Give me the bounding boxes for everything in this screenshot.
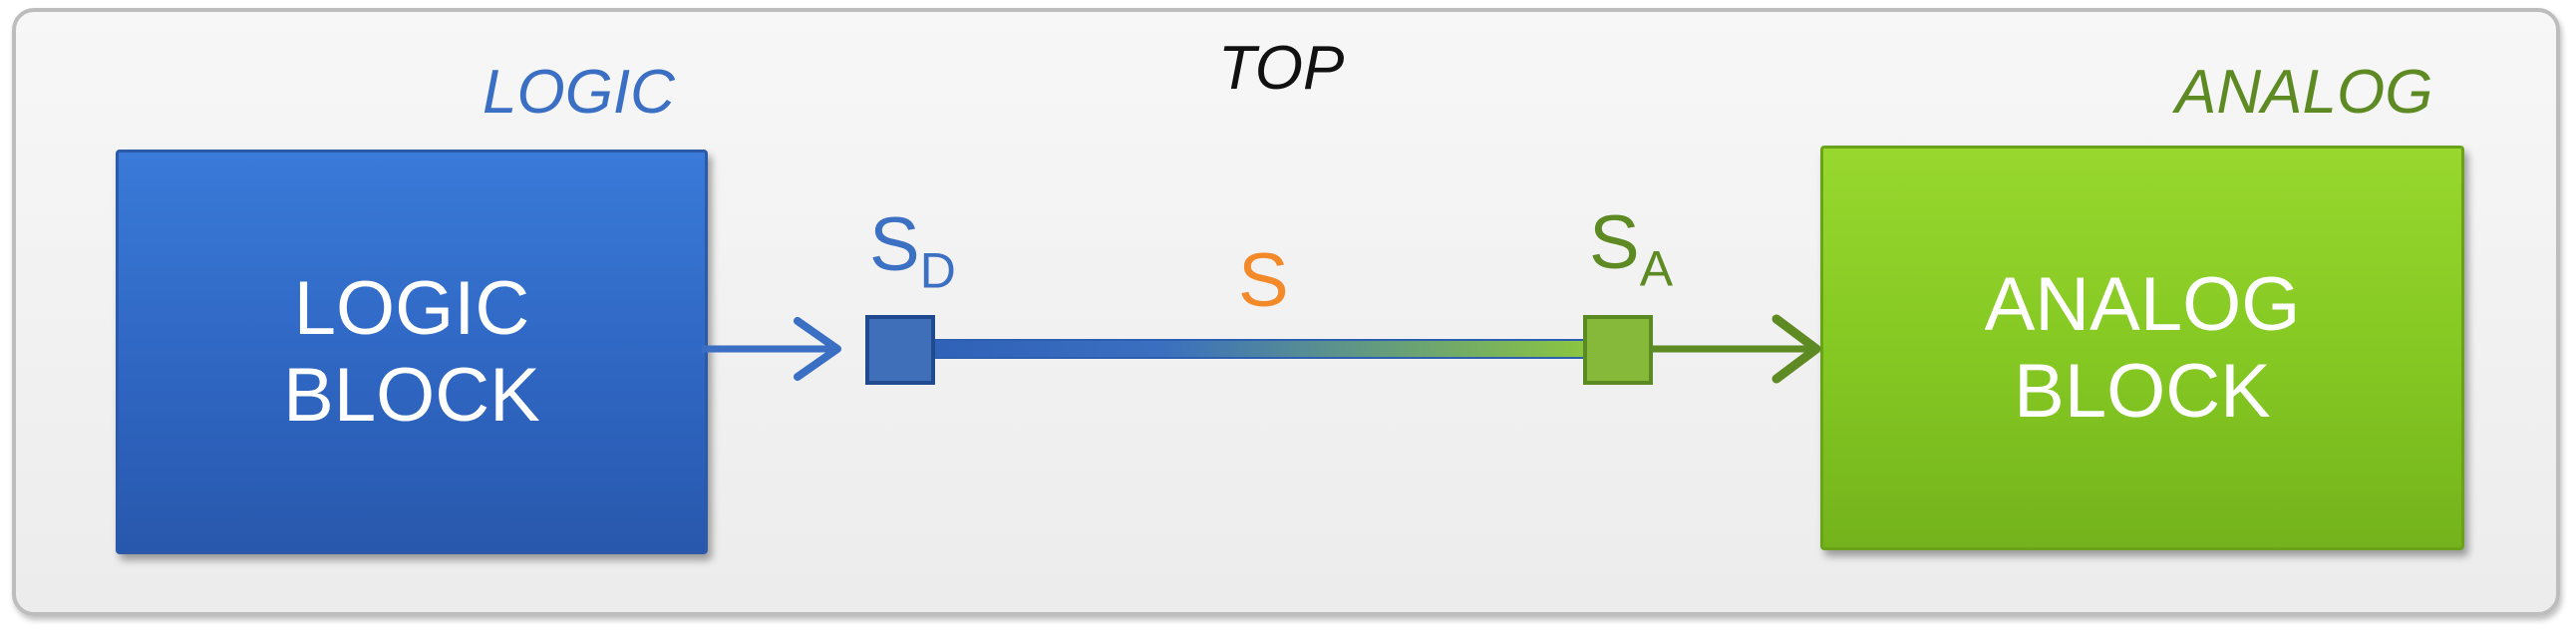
- signal-label-sd: SD: [869, 207, 956, 296]
- signal-label-s: S: [1238, 238, 1289, 323]
- logic-domain-label: LOGIC: [483, 58, 675, 127]
- sa-base: S: [1589, 200, 1640, 285]
- signal-label-sa: SA: [1589, 205, 1673, 294]
- logic-block: LOGIC BLOCK: [116, 150, 708, 554]
- port-sa: [1583, 315, 1653, 385]
- logic-block-line2: BLOCK: [283, 353, 540, 438]
- sa-subscript: A: [1639, 240, 1674, 297]
- signal-wire-s: [930, 339, 1590, 359]
- analog-block-line2: BLOCK: [2014, 349, 2271, 434]
- top-module-label: TOP: [1218, 34, 1345, 103]
- sd-subscript: D: [919, 242, 956, 299]
- sd-base: S: [869, 202, 920, 287]
- logic-block-text: LOGIC BLOCK: [283, 265, 540, 440]
- analog-block: ANALOG BLOCK: [1820, 146, 2464, 550]
- port-sd: [865, 315, 935, 385]
- analog-domain-label: ANALOG: [2175, 58, 2433, 127]
- analog-input-arrow: [1651, 314, 1821, 384]
- logic-output-arrow: [702, 317, 841, 381]
- analog-block-line1: ANALOG: [1984, 261, 2301, 347]
- analog-block-text: ANALOG BLOCK: [1985, 261, 2301, 436]
- logic-block-line1: LOGIC: [293, 265, 530, 351]
